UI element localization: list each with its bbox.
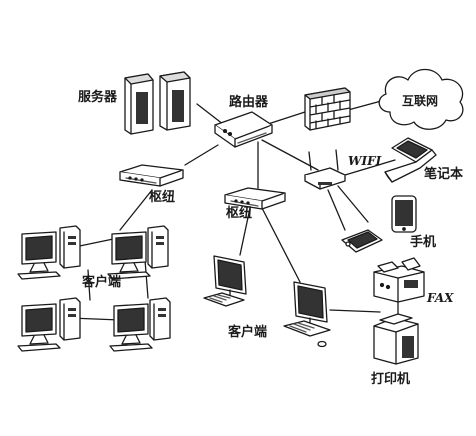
client-pc-left-4	[109, 297, 171, 352]
client-pc-left-2	[107, 225, 169, 280]
firewall-icon	[304, 87, 351, 131]
fax-label: FAX	[427, 291, 454, 305]
client-pc-left-3	[17, 297, 81, 352]
tablet-icon	[341, 229, 383, 253]
client-pc-center-1	[203, 255, 247, 307]
client-pc-center-2	[283, 281, 331, 348]
client-pc-left-1	[17, 225, 81, 280]
router-icon	[214, 111, 273, 148]
smartphone-icon	[391, 195, 417, 233]
connection-lines	[69, 99, 399, 321]
wifi-label: WIFI	[348, 154, 382, 168]
hub-center-label: 枢纽	[226, 206, 253, 221]
wifi-router-icon	[304, 149, 346, 190]
internet-label: 互联网	[402, 94, 439, 108]
internet-cloud-icon	[378, 68, 464, 130]
hub-left-label: 枢纽	[149, 190, 176, 205]
printer-label: 打印机	[371, 372, 411, 387]
hub-center-icon	[224, 187, 286, 210]
client-left-label: 客户端	[82, 275, 122, 290]
server-icon	[124, 71, 191, 135]
client-center-label: 客户端	[228, 325, 268, 340]
laptop-label: 笔记本	[424, 167, 464, 182]
phone-label: 手机	[410, 235, 437, 250]
laptop-icon	[384, 137, 437, 183]
server-label: 服务器	[78, 90, 118, 105]
printer-icon	[373, 313, 419, 365]
hub-left-icon	[119, 164, 184, 187]
fax-machine-icon	[373, 257, 425, 303]
router-label: 路由器	[229, 95, 269, 110]
